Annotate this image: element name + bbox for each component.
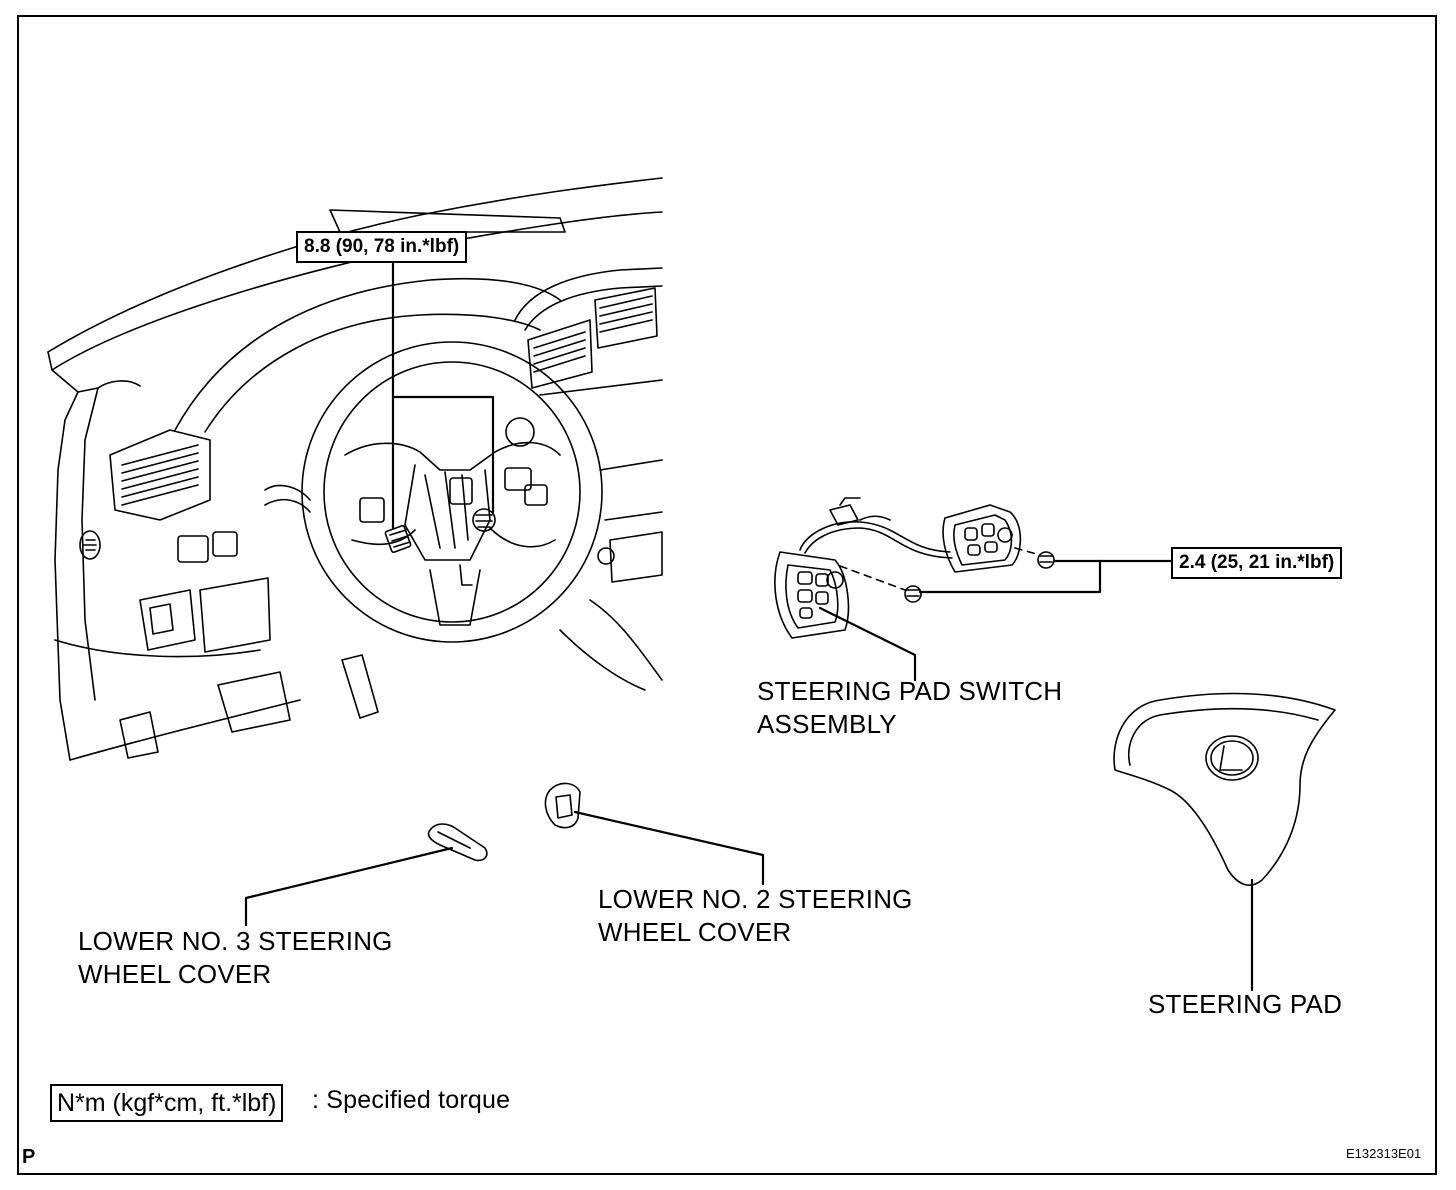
legend-description: : Specified torque: [312, 1086, 511, 1114]
steering-wheel-bolts: [384, 508, 496, 553]
legend-unit-box: N*m (kgf*cm, ft.*lbf): [50, 1084, 284, 1122]
label-steering-pad: STEERING PAD: [1148, 989, 1343, 1019]
leader-pad-switch: [818, 606, 917, 682]
screw-icon: [904, 585, 922, 603]
steering-pad-drawing: [1113, 692, 1336, 886]
label-lower-no2-line1: LOWER NO. 2 STEERING: [598, 884, 913, 914]
screw-icon: [1037, 551, 1055, 569]
torque-callout-steering-wheel: 8.8 (90, 78 in.*lbf): [296, 231, 468, 263]
figure-code: E132313E01: [1346, 1146, 1422, 1161]
steering-pad-switch-drawing: [774, 497, 1041, 639]
label-lower-no3-line1: LOWER NO. 3 STEERING: [78, 926, 393, 956]
torque-callout-pad-switch: 2.4 (25, 21 in.*lbf): [1171, 547, 1343, 579]
label-lower-no3-line2: WHEEL COVER: [78, 959, 272, 989]
instrument-panel: [47, 177, 663, 761]
page-mark: P: [22, 1146, 36, 1168]
lower-no2-cover-drawing: [544, 782, 581, 829]
steering-wheel: [301, 341, 603, 643]
figure-frame: [17, 15, 1437, 1175]
label-steering-pad-switch-line1: STEERING PAD SWITCH: [757, 676, 1063, 706]
lower-no3-cover-drawing: [427, 823, 488, 862]
torque-leader-wheel: [391, 256, 495, 530]
bolt-icon: [384, 525, 412, 553]
bolt-icon: [472, 508, 496, 532]
leader-lower-no2: [573, 810, 765, 886]
leader-lower-no3: [244, 846, 454, 927]
lexus-emblem-icon: [1205, 735, 1259, 781]
label-steering-pad-switch-line2: ASSEMBLY: [757, 709, 897, 739]
torque-leader-switch: [918, 559, 1174, 594]
label-lower-no2-line2: WHEEL COVER: [598, 917, 792, 947]
